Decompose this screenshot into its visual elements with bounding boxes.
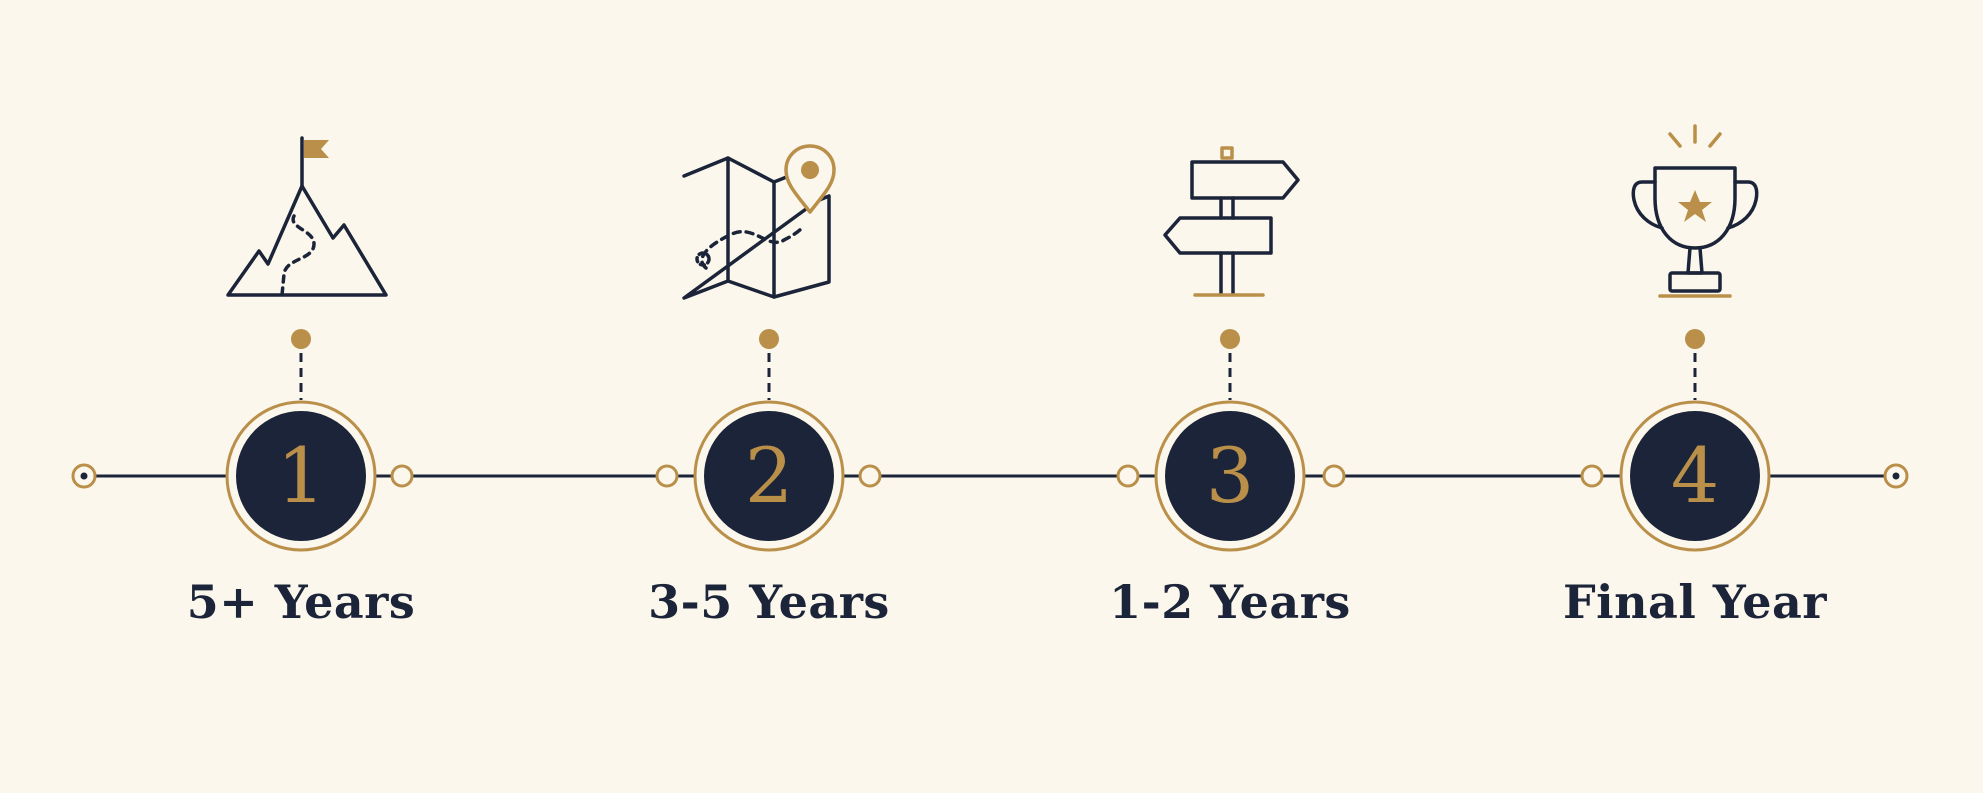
step-connector <box>291 329 311 400</box>
connector-node <box>858 464 882 488</box>
step-connector <box>1685 329 1705 400</box>
step-label: 5+ Years <box>186 575 416 629</box>
step-number: 3 <box>1205 431 1255 520</box>
timeline-end-node <box>1883 463 1909 489</box>
connector-node <box>1580 464 1604 488</box>
connector-node <box>655 464 679 488</box>
step-label: Final Year <box>1562 575 1828 629</box>
connector-node <box>390 464 414 488</box>
step-badge: 3 <box>1154 400 1306 552</box>
step-connector <box>759 329 779 400</box>
timeline-start-node <box>71 463 97 489</box>
timeline-step-2: 2 3-5 Years <box>569 0 969 793</box>
mountain-flag-icon <box>226 136 388 297</box>
step-label: 3-5 Years <box>648 575 890 629</box>
step-badge: 1 <box>225 400 377 552</box>
step-connector <box>1220 329 1240 400</box>
timeline-step-4: 4 Final Year <box>1495 0 1895 793</box>
signpost-icon <box>1163 146 1300 297</box>
step-label: 1-2 Years <box>1109 575 1351 629</box>
timeline-step-1: 1 5+ Years <box>101 0 501 793</box>
step-number: 4 <box>1670 431 1720 520</box>
map-pin-icon <box>682 144 836 300</box>
step-number: 2 <box>744 431 794 520</box>
step-badge: 4 <box>1619 400 1771 552</box>
step-number: 1 <box>276 431 326 520</box>
connector-node <box>1322 464 1346 488</box>
timeline-step-3: 3 1-2 Years <box>1030 0 1430 793</box>
connector-node <box>1116 464 1140 488</box>
trophy-icon <box>1631 124 1759 298</box>
step-badge: 2 <box>693 400 845 552</box>
